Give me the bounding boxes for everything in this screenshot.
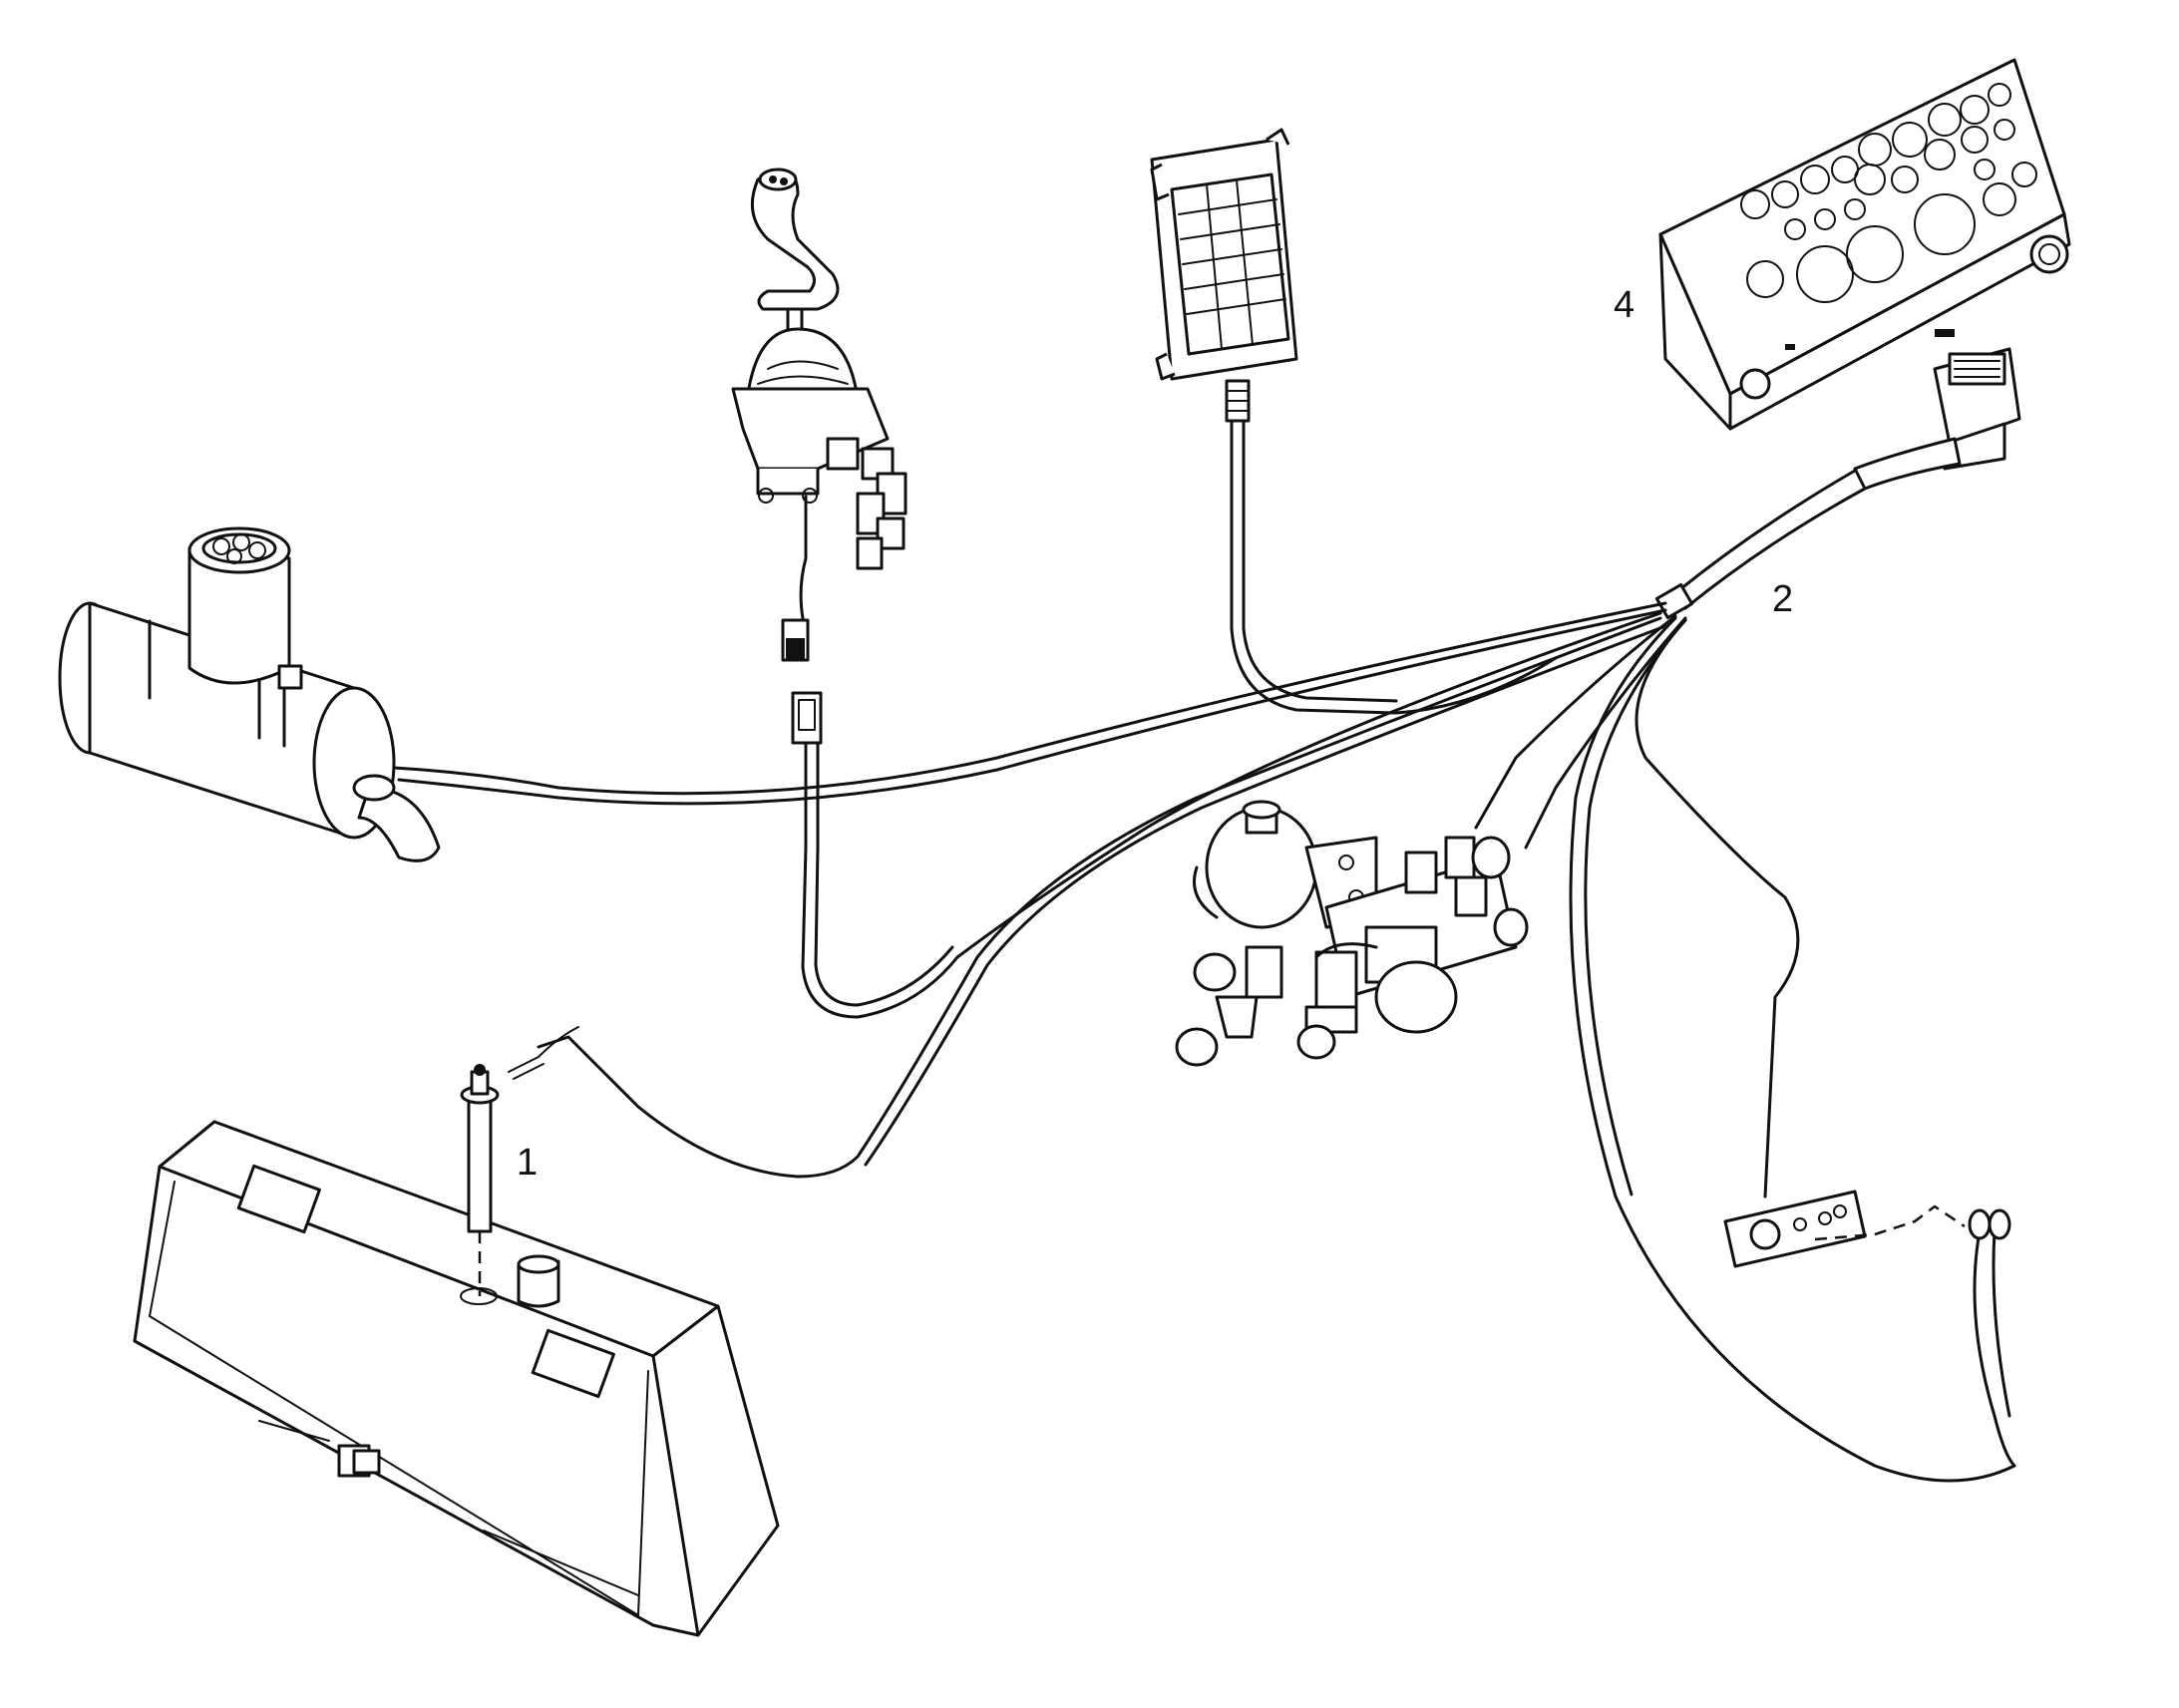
ground-strap-plate	[1723, 1190, 2016, 1468]
fuse-relay-box	[1150, 128, 1558, 715]
fuel-level-sender	[460, 1026, 579, 1296]
air-filter-unit	[58, 526, 441, 862]
joystick-control	[731, 168, 908, 662]
fuel-tank	[133, 1120, 780, 1637]
main-wiring-harness	[392, 437, 2016, 1483]
instrument-panel	[1658, 58, 2071, 471]
solenoid-valve-block	[1175, 800, 1529, 1067]
callout-2: 2	[1772, 578, 1793, 620]
callout-4: 4	[1614, 284, 1634, 326]
callout-1: 1	[517, 1142, 538, 1184]
